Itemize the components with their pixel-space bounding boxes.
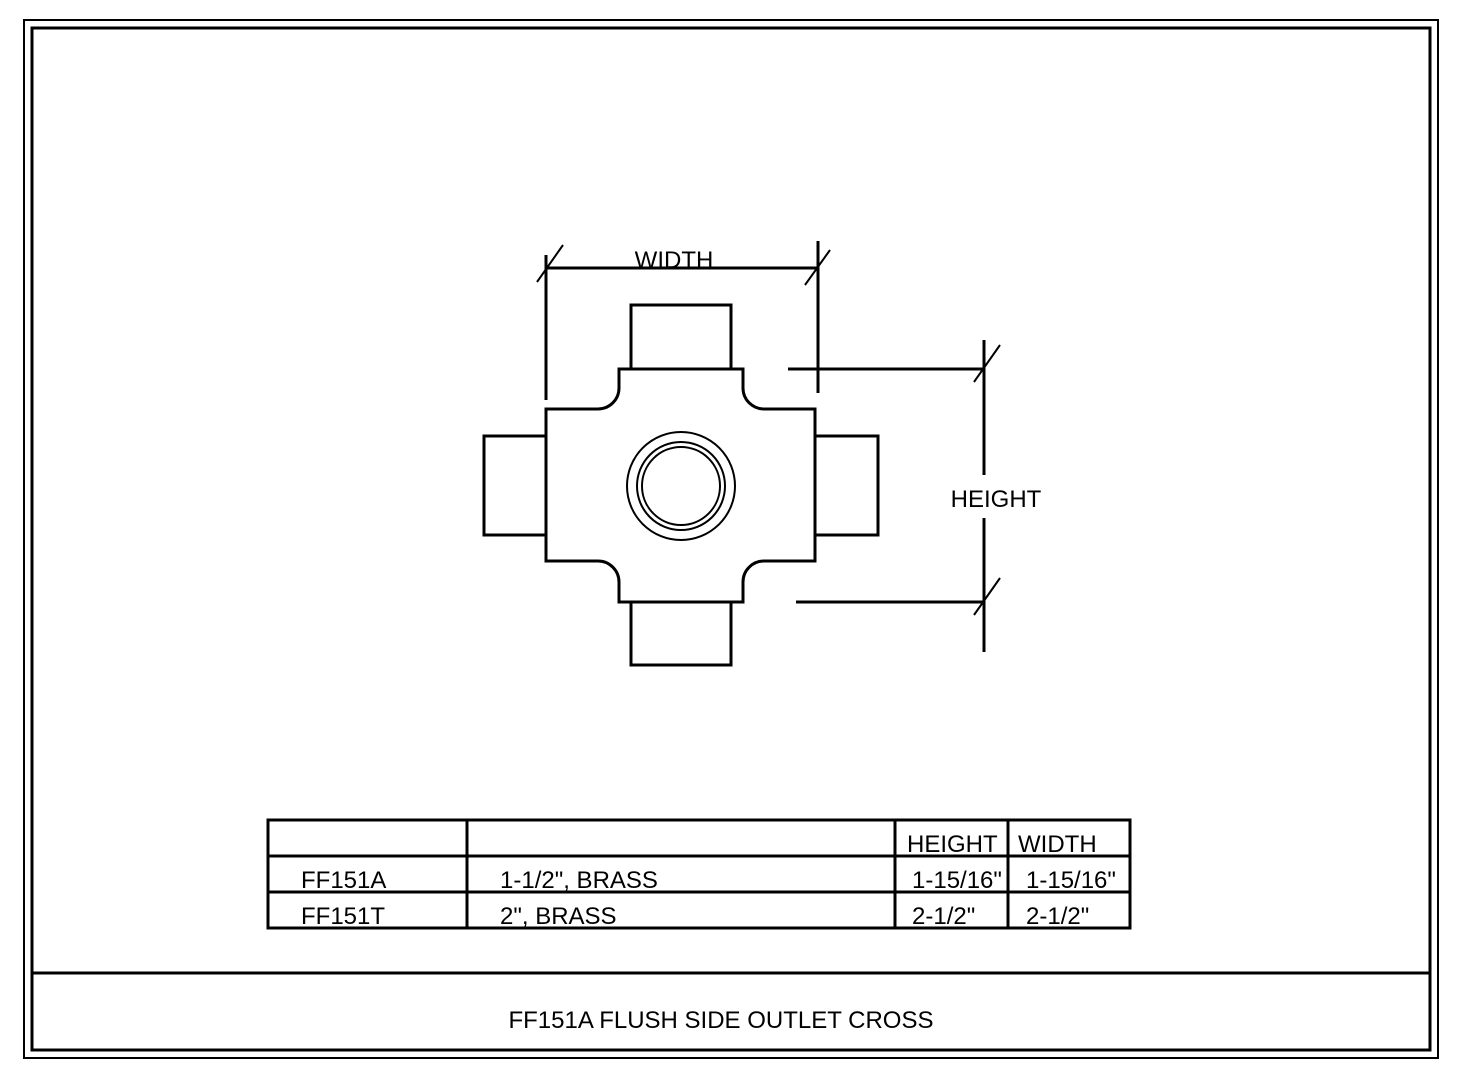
row-height: 1-15/16" (912, 867, 1002, 894)
row-width: 2-1/2" (1026, 903, 1089, 930)
outer-border (23, 19, 1439, 1059)
top-outlet (629, 303, 733, 369)
inner-border (30, 26, 1432, 1052)
height-label: HEIGHT (951, 486, 1042, 513)
cross-fitting (482, 303, 880, 667)
width-dimension: WIDTH (536, 241, 831, 400)
row-description: 2", BRASS (500, 903, 617, 930)
height-dimension: HEIGHT (788, 340, 1042, 652)
outlet-ring-outer (626, 431, 736, 541)
outlet-ring-inner (641, 446, 721, 526)
bottom-outlet (629, 602, 733, 667)
left-outlet (482, 434, 546, 537)
drawing-title: FF151A FLUSH SIDE OUTLET CROSS (508, 1007, 933, 1034)
header-width: WIDTH (1018, 831, 1097, 858)
row-part: FF151T (301, 903, 385, 930)
row-height: 2-1/2" (912, 903, 975, 930)
row-width: 1-15/16" (1026, 867, 1116, 894)
row-part: FF151A (301, 867, 386, 894)
row-description: 1-1/2", BRASS (500, 867, 658, 894)
right-outlet (815, 434, 880, 537)
outlet-ring-middle (636, 441, 726, 531)
width-label: WIDTH (635, 247, 714, 274)
dimension-table: HEIGHT WIDTH FF151A 1-1/2", BRASS 1-15/1… (266, 818, 1132, 930)
cross-body (544, 367, 817, 604)
header-height: HEIGHT (907, 831, 998, 858)
